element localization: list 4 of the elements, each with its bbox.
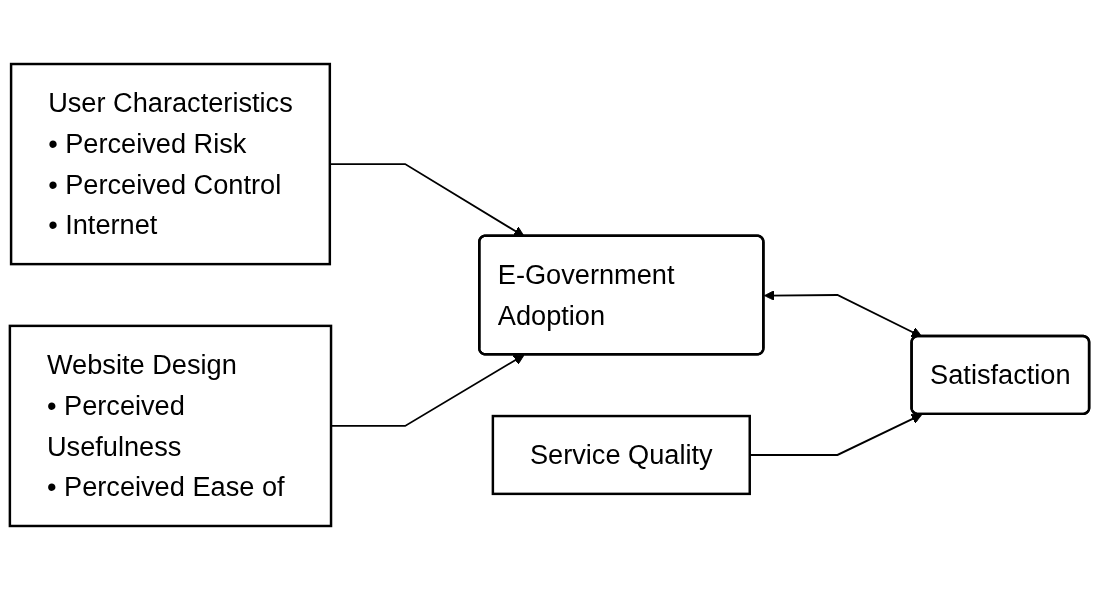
arrow: [763, 290, 923, 338]
node-box: Service Quality: [491, 414, 751, 496]
node-box: Website Design • Perceived Usefulness • Perceived Ease of: [8, 324, 333, 528]
node-box: User Characteristics • Perceived Risk • Perceived Control • Internet: [9, 62, 332, 266]
